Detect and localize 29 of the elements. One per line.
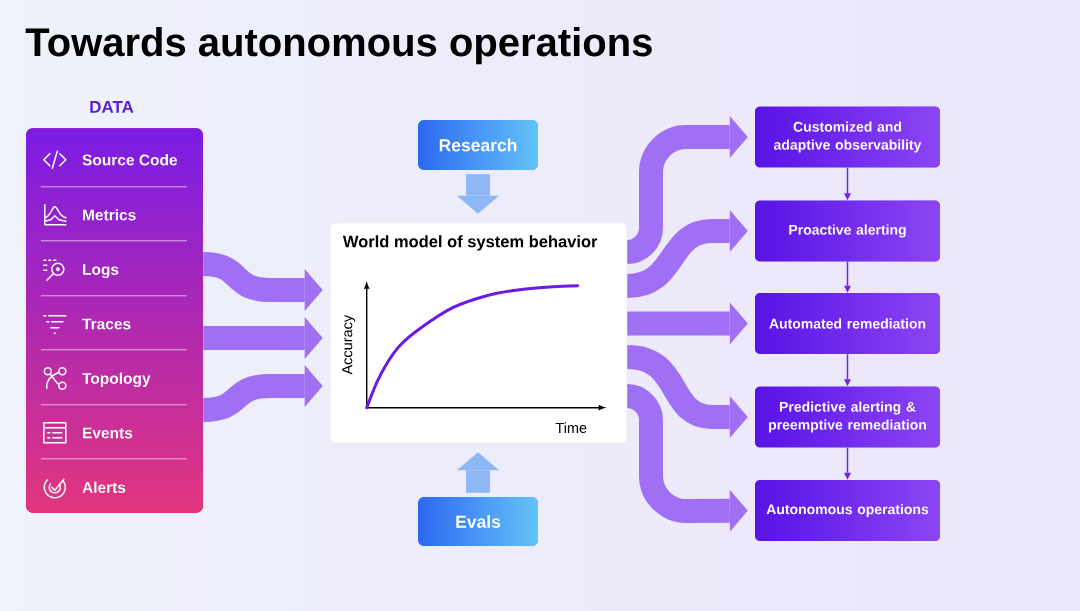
title: Towards autonomous operations: [25, 27, 652, 65]
arrow: [626, 384, 748, 532]
arrow: [457, 452, 499, 493]
arrow: [203, 317, 323, 359]
arrow: [202, 252, 323, 311]
axis-label: Accuracy: [342, 314, 356, 375]
list-item: Traces: [82, 318, 131, 330]
axis-label: Time: [555, 422, 587, 433]
process-box: Predictive alerting & preemptive remediation: [755, 386, 940, 448]
process-box: Autonomous operations: [755, 480, 940, 541]
process-box: Automated remediation: [755, 293, 940, 354]
process-box: Research: [418, 120, 538, 170]
chart-title: World model of system behavior: [342, 235, 598, 251]
process-box: Proactive alerting: [755, 200, 940, 262]
process-box: Customized and adaptive observability: [755, 106, 940, 168]
arrow: [844, 353, 851, 387]
list-item: Logs: [83, 264, 119, 279]
list-item: Topology: [82, 372, 151, 388]
list-item: Metrics: [83, 209, 136, 221]
arrow: [457, 174, 499, 214]
arrow: [844, 446, 851, 480]
list-item: Source Code: [82, 154, 178, 166]
list-item: Events: [83, 427, 133, 439]
arrow: [844, 166, 851, 201]
process-box: Evals: [418, 497, 538, 546]
arrow: [844, 260, 851, 293]
arrow: [202, 365, 323, 422]
list-item: Alerts: [82, 481, 126, 493]
heading: DATA: [90, 101, 134, 113]
